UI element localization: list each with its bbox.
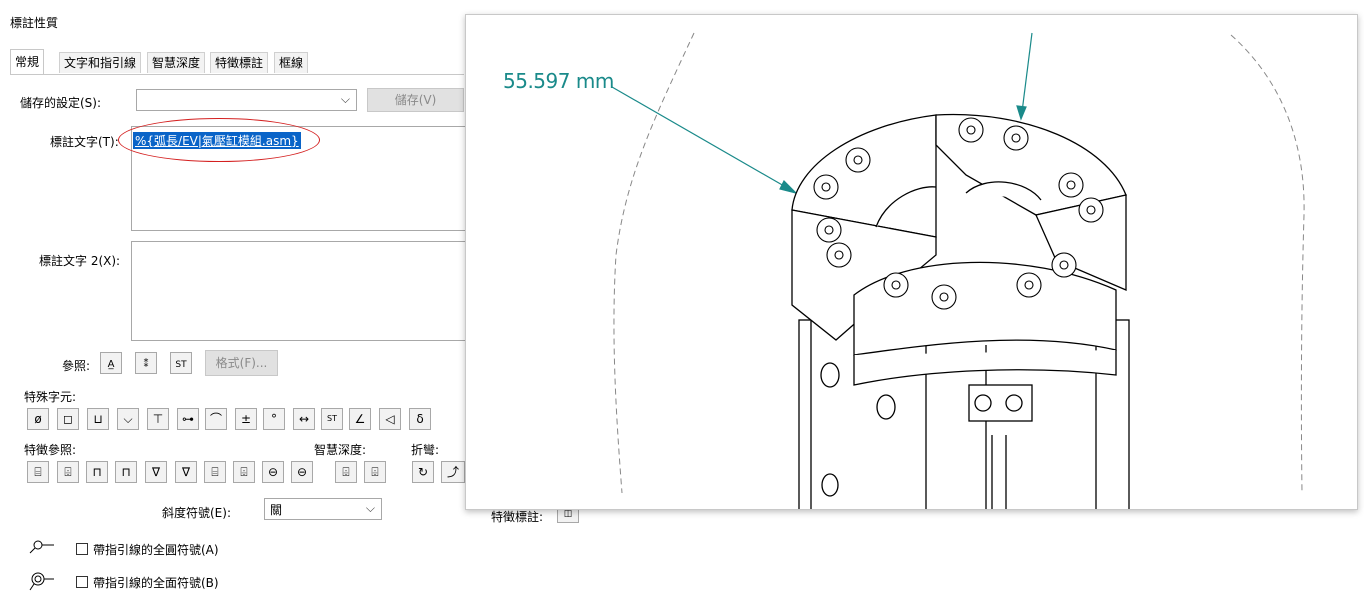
callout-text2-area[interactable] [131,241,471,341]
delta-symbol-button[interactable]: δ [409,408,431,430]
depth-alt-icon: ⌹ [371,465,379,479]
counterbore-icon: ⊓ [92,465,102,479]
all-over-leader-icon [28,570,56,592]
thread-icon: ⌹ [64,465,72,479]
feature-countersink-button[interactable]: ∇ [145,461,167,483]
feature-slot2-button[interactable]: ⌹ [233,461,255,483]
chevron-down-icon: ⌵ [340,92,350,106]
taper-value: 關 [270,503,283,517]
feature-counterbore2-button[interactable]: ⊓ [115,461,137,483]
special-chars-label: 特殊字元: [24,390,77,404]
save-button[interactable]: 儲存(V) [367,88,464,112]
counterbore-alt-icon: ⊓ [121,465,131,479]
origin-symbol-button[interactable]: ⊶ [177,408,199,430]
feature-counterbore-button[interactable]: ⊓ [86,461,108,483]
reference-symbol-button[interactable]: ST [170,352,192,374]
all-around-label: 帶指引線的全圓符號(A) [93,543,219,557]
countersink-symbol-button[interactable]: ⌵ [117,408,139,430]
callout-text-label: 標註文字(T): [50,135,119,149]
taper-symbol-button[interactable]: ◁ [379,408,401,430]
bend-icon: ↻ [417,465,429,479]
hole-icon: ⌸ [34,465,42,479]
degree-symbol-button[interactable]: ° [263,408,285,430]
tab-smart-depth[interactable]: 智慧深度 [147,52,206,73]
format-button[interactable]: 格式(F)... [205,350,278,376]
text-ref-icon: A̲ [107,359,115,370]
bend-alt-icon: ⤴ [446,465,459,479]
highlight-oval [118,118,320,162]
cad-drawing-view[interactable]: 55.597 mm [465,14,1358,510]
square-symbol-button[interactable]: ◻ [57,408,79,430]
all-around-leader-icon [28,537,54,555]
plus-minus-symbol-button[interactable]: ± [235,408,257,430]
smart-depth-label: 智慧深度: [314,443,367,457]
statistical-symbol-button[interactable]: ST [321,408,343,430]
diameter-symbol-button[interactable]: ø [27,408,49,430]
tab-general[interactable]: 常規 [10,49,45,74]
all-over-checkbox[interactable] [76,576,88,588]
all-around-checkbox[interactable] [76,543,88,555]
chevron-down-icon: ⌵ [365,501,375,515]
arc-symbol-button[interactable]: ⌒ [205,408,227,430]
chuck-drawing [611,32,1305,509]
reference-text-button[interactable]: A̲ [100,352,122,374]
feature-countersink2-button[interactable]: ∇ [175,461,197,483]
tab-border[interactable]: 框線 [274,52,309,73]
slot-alt-icon: ⌹ [240,465,248,479]
depth-icon: ⌹ [342,465,350,479]
smart-depth-button-1[interactable]: ⌹ [335,461,357,483]
callout-text2-label: 標註文字 2(X): [39,254,121,268]
slot-icon: ⌸ [211,465,219,479]
feature-callout-label: 特徵標註: [491,510,544,524]
feature-ref-label: 特徵參照: [24,443,77,457]
symbol-ref-icon: ST [175,360,187,370]
feature-thread-button[interactable]: ⌹ [57,461,79,483]
between-symbol-button[interactable]: ↔ [293,408,315,430]
angle-symbol-button[interactable]: ∠ [349,408,371,430]
depth-symbol-button[interactable]: ⊤ [147,408,169,430]
taper-combo[interactable]: 關 ⌵ [264,498,382,520]
bend-label: 折彎: [411,443,440,457]
tab-feature-callout[interactable]: 特徵標註 [210,52,269,73]
reference-label: 參照: [62,359,91,373]
dialog-title: 標註性質 [10,16,59,30]
feature-slot-button[interactable]: ⌸ [204,461,226,483]
reference-variable-button[interactable]: ⁑ [135,352,157,374]
saved-settings-label: 儲存的設定(S): [20,96,102,110]
countersink-icon: ∇ [151,465,161,479]
smart-depth-button-2[interactable]: ⌹ [364,461,386,483]
tab-text-and-leader[interactable]: 文字和指引線 [59,52,142,73]
pocket-icon: ⊖ [267,465,279,479]
bend-button-2[interactable]: ⤴ [441,461,465,483]
feature-pocket-button[interactable]: ⊖ [262,461,284,483]
feature-pocket2-button[interactable]: ⊖ [291,461,313,483]
feature-hole-button[interactable]: ⌸ [27,461,49,483]
bend-button-1[interactable]: ↻ [412,461,434,483]
dimension-text: 55.597 mm [503,69,614,93]
countersink-alt-icon: ∇ [181,465,191,479]
saved-settings-combo[interactable]: ⌵ [136,89,357,111]
taper-label: 斜度符號(E): [162,506,231,520]
tab-bar: 常規 文字和指引線 智慧深度 特徵標註 框線 [10,48,464,75]
callout-icon: ◫ [563,509,573,519]
all-over-label: 帶指引線的全面符號(B) [93,576,219,590]
variable-ref-icon: ⁑ [143,359,149,370]
counterbore-symbol-button[interactable]: ⊔ [87,408,109,430]
pocket-alt-icon: ⊖ [296,465,308,479]
